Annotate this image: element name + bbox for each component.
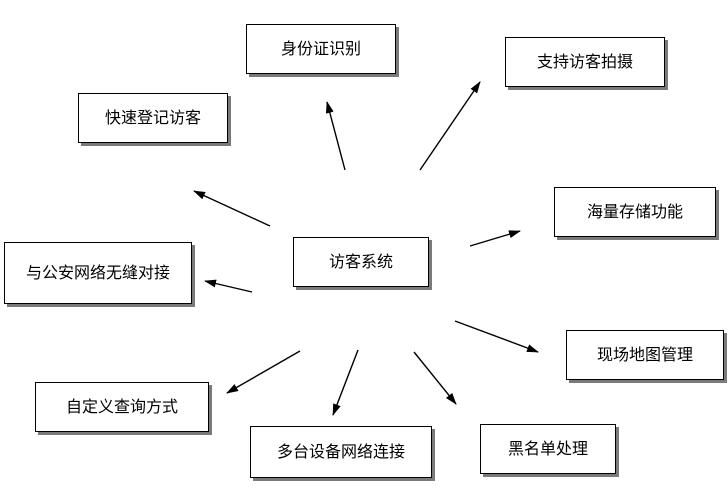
node-id-card: 身份证识别 [246, 24, 396, 74]
arrow-to-police-link [204, 279, 253, 293]
node-label: 与公安网络无缝对接 [25, 262, 170, 282]
arrow-to-custom-query [226, 350, 301, 394]
node-label: 支持访客拍摄 [536, 51, 633, 71]
node-label: 现场地图管理 [596, 344, 693, 364]
node-multi-device: 多台设备网络连接 [250, 426, 432, 478]
node-police-link: 与公安网络无缝对接 [4, 242, 192, 304]
node-label: 身份证识别 [280, 38, 361, 58]
node-label: 海量存储功能 [586, 201, 683, 221]
arrow-to-id-card [325, 101, 346, 171]
arrow-to-storage [469, 230, 521, 247]
node-photo: 支持访客拍摄 [505, 37, 665, 87]
arrow-to-blacklist [413, 351, 457, 405]
arrow-to-quick-register [193, 190, 271, 227]
arrow-to-site-map [454, 320, 539, 353]
center-node-label: 访客系统 [328, 251, 393, 271]
node-custom-query: 自定义查询方式 [35, 382, 209, 432]
arrow-to-photo [419, 81, 481, 171]
node-label: 多台设备网络连接 [276, 441, 405, 461]
node-label: 快速登记访客 [104, 107, 201, 127]
node-label: 黑名单处理 [507, 438, 588, 458]
node-quick-register: 快速登记访客 [78, 93, 228, 143]
node-storage: 海量存储功能 [554, 187, 716, 237]
arrow-to-multi-device [332, 349, 359, 416]
node-blacklist: 黑名单处理 [480, 424, 616, 474]
center-node-visitor-system: 访客系统 [293, 237, 429, 287]
node-label: 自定义查询方式 [65, 396, 178, 416]
node-site-map: 现场地图管理 [566, 330, 724, 380]
